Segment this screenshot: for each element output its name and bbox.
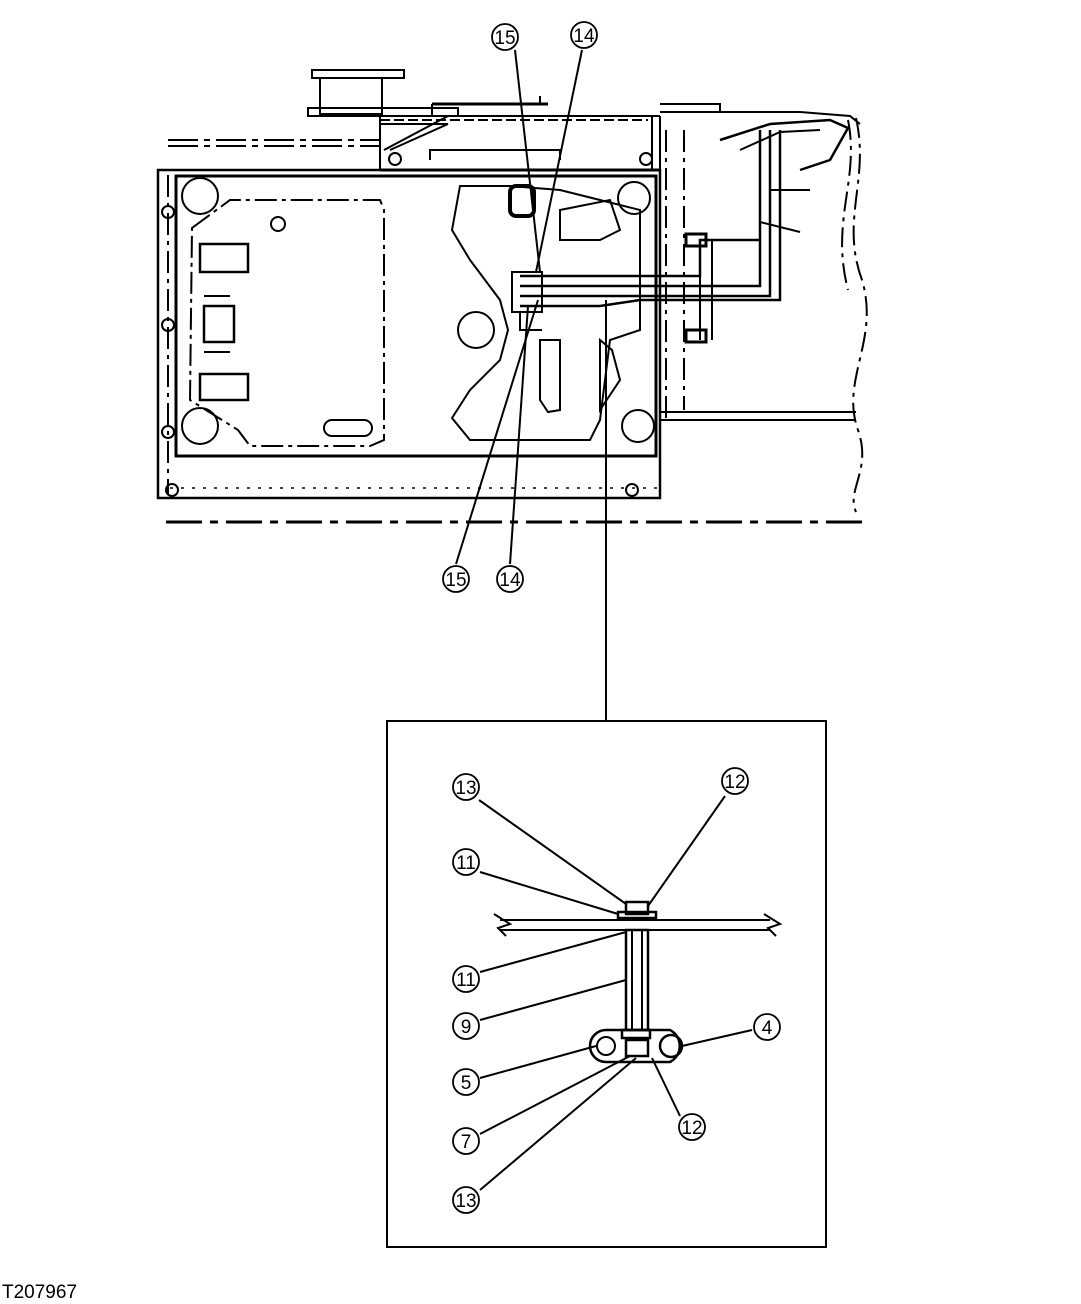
detail-bolt-assembly [493, 900, 783, 1064]
figure-id: T207967 [2, 1282, 78, 1303]
callout-main-14-bottom: 14 [496, 565, 524, 593]
callout-detail-5: 5 [452, 1068, 480, 1096]
callout-main-15-top: 15 [491, 23, 519, 51]
callout-detail-7: 7 [452, 1127, 480, 1155]
callout-label: 12 [681, 1118, 702, 1139]
callout-detail-11-bottom: 11 [452, 965, 480, 993]
callout-detail-12-top: 12 [721, 767, 749, 795]
callout-label: 13 [455, 778, 476, 799]
callout-label: 14 [499, 570, 521, 591]
callout-label: 11 [456, 970, 476, 991]
callout-label: 12 [724, 772, 745, 793]
callout-label: 4 [762, 1018, 773, 1039]
callout-detail-4: 4 [753, 1013, 781, 1041]
callout-detail-9: 9 [452, 1012, 480, 1040]
callout-label: 11 [456, 853, 476, 874]
main-assembly-view [156, 69, 868, 720]
callout-label: 5 [461, 1073, 472, 1094]
callout-main-15-bottom: 15 [442, 565, 470, 593]
callout-detail-12-bottom: 12 [678, 1113, 706, 1141]
callout-detail-13-bottom: 13 [452, 1186, 480, 1214]
callout-main-14-top: 14 [570, 21, 598, 49]
callout-detail-13-top: 13 [452, 773, 480, 801]
callout-label: 14 [573, 26, 595, 47]
callout-label: 15 [445, 570, 466, 591]
callout-label: 13 [455, 1191, 476, 1212]
callout-label: 7 [461, 1132, 472, 1153]
detail-view-frame [386, 720, 827, 1248]
callout-label: 9 [461, 1017, 472, 1038]
callout-detail-11-top: 11 [452, 848, 480, 876]
callout-label: 15 [494, 28, 515, 49]
